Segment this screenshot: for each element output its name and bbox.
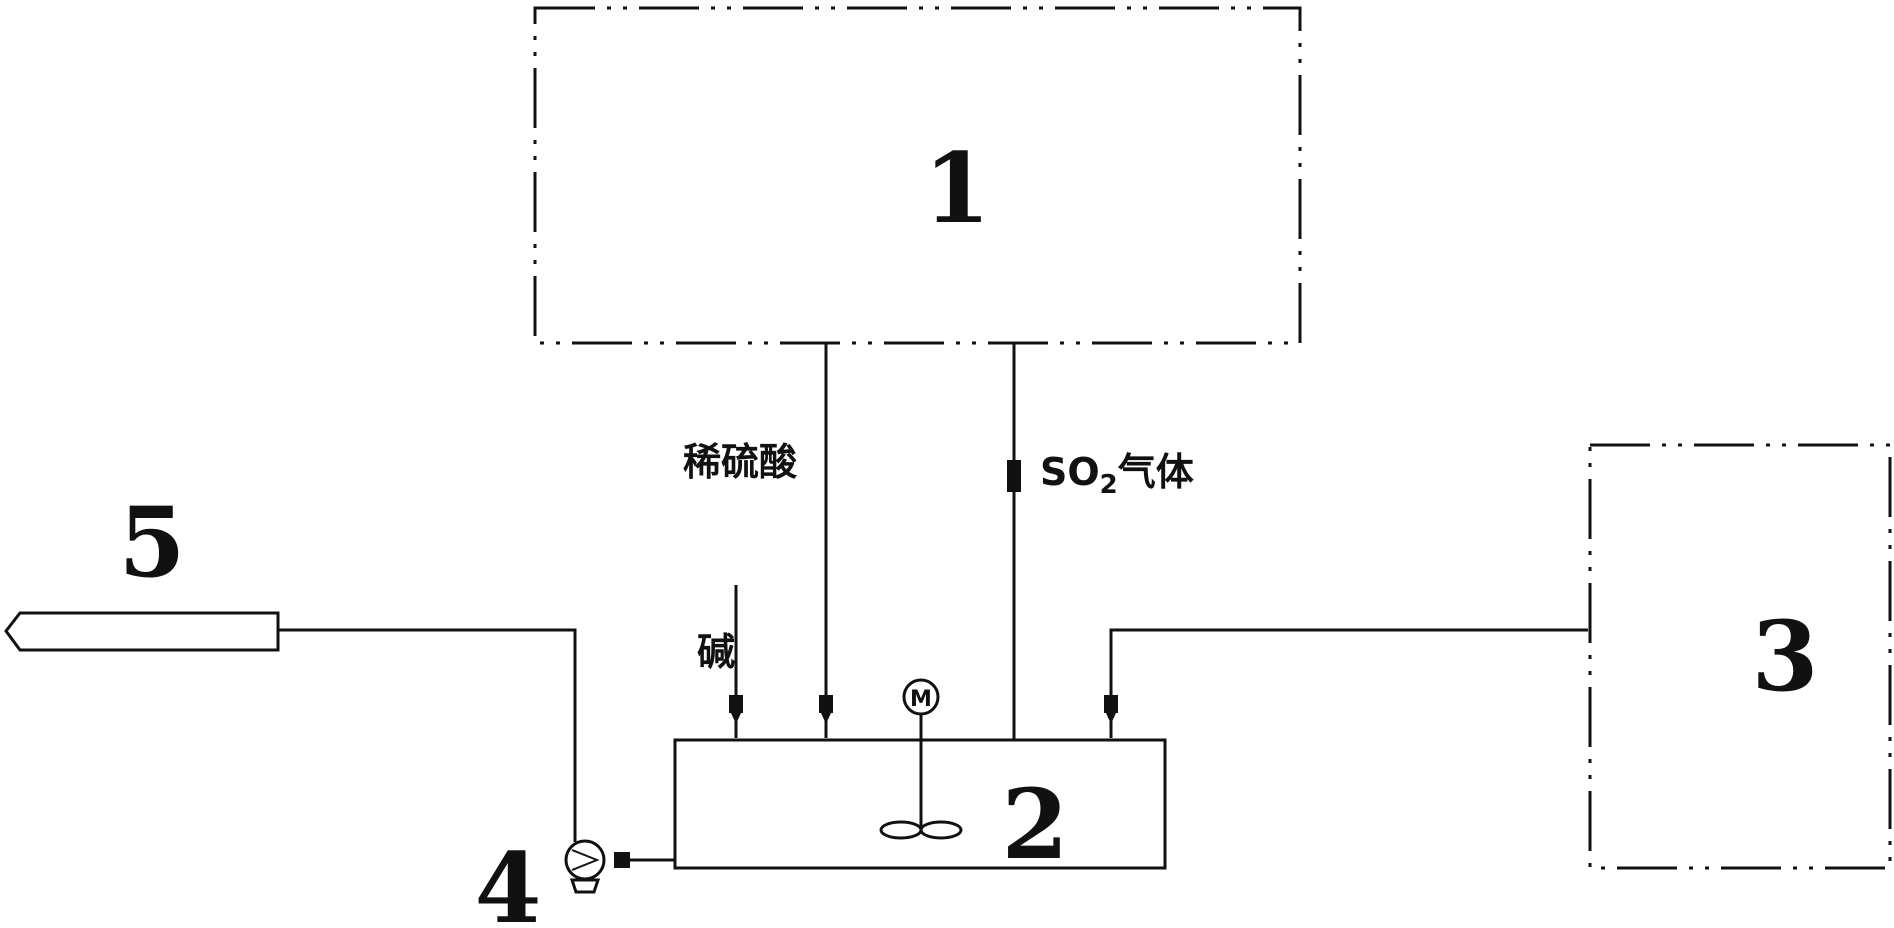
impeller-blade-left bbox=[879, 820, 923, 840]
unit-4-pump: 4 bbox=[278, 628, 675, 928]
motor-symbol: M bbox=[910, 687, 932, 712]
alkali-label: 碱 bbox=[697, 630, 735, 674]
alkali-line: 碱 bbox=[697, 585, 743, 738]
pump-outlet-valve bbox=[614, 852, 630, 868]
impeller-blade-right bbox=[919, 820, 963, 840]
alkali-valve bbox=[729, 695, 743, 713]
unit-3-number: 3 bbox=[1752, 600, 1819, 713]
unit-5-number: 5 bbox=[119, 486, 186, 599]
unit-3-box: 3 bbox=[1588, 443, 1892, 870]
unit3-inlet-valve bbox=[1104, 695, 1118, 713]
dilute-acid-line: 稀硫酸 bbox=[683, 343, 833, 738]
unit-1-number: 1 bbox=[924, 132, 991, 245]
dilute-acid-label: 稀硫酸 bbox=[683, 440, 798, 484]
so2-valve bbox=[1007, 460, 1021, 492]
unit-2-number: 2 bbox=[1002, 768, 1069, 881]
agitator-motor: M bbox=[879, 678, 963, 840]
unit-5-pipe: 5 bbox=[4, 486, 280, 652]
unit-4-number: 4 bbox=[475, 832, 542, 928]
dilute-acid-valve bbox=[819, 695, 833, 713]
unit-1-box: 1 bbox=[533, 6, 1302, 345]
unit3-to-tank-line bbox=[1104, 628, 1588, 738]
so2-gas-label: SO2气体 bbox=[1040, 450, 1194, 500]
so2-gas-line: SO2气体 bbox=[1007, 343, 1194, 740]
